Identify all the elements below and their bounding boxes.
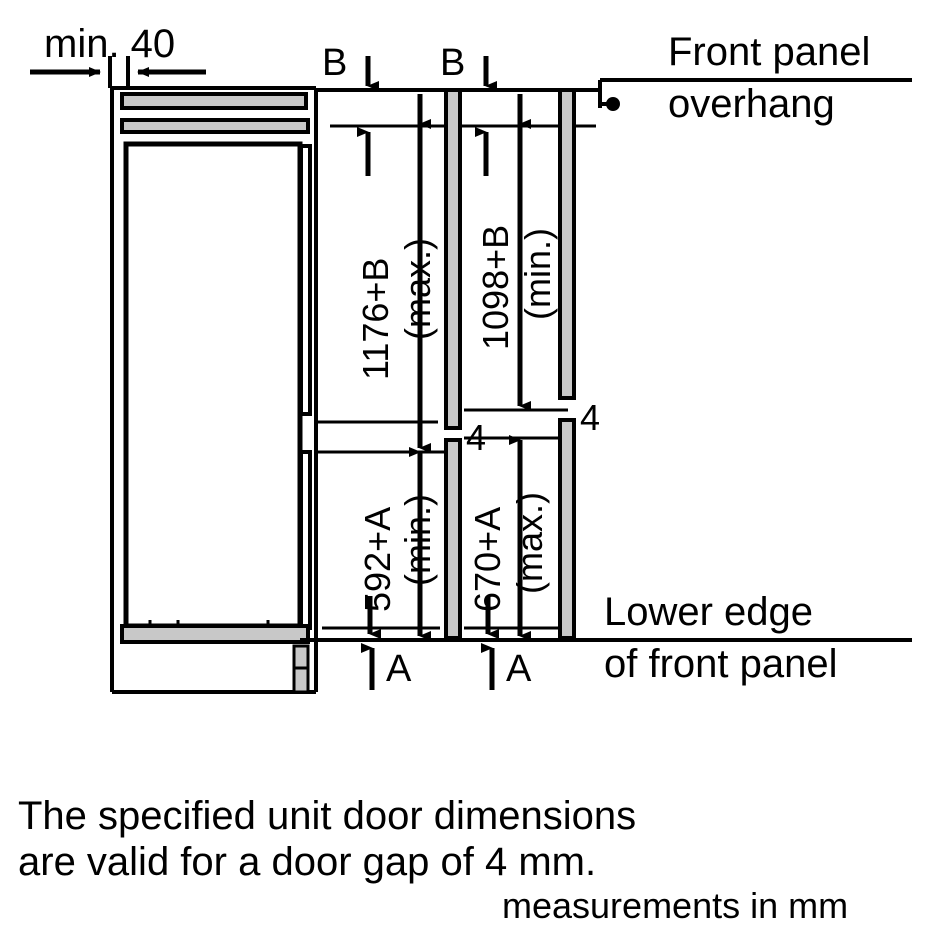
a-label-right: A: [506, 648, 532, 690]
b-label-right: B: [440, 42, 466, 84]
bottom-plinth-bar: [120, 624, 310, 644]
upper-panel-bar: [120, 92, 308, 110]
door-gap-label-left: 4: [466, 417, 487, 458]
front-panel-label-line1: Front panel: [668, 30, 871, 74]
front-panel-bar-lower-right: [558, 418, 576, 640]
dimension-670: [485, 435, 531, 641]
min40-dimension: [30, 56, 206, 88]
dim-label-592-qualifier: (min.): [397, 494, 438, 586]
dim-label-1098-qualifier: (min.): [517, 228, 558, 320]
lower-edge-label-line2: of front panel: [604, 642, 838, 686]
upper-panel-bar-2: [120, 118, 310, 134]
front-panel-bar-lower-left: [444, 438, 462, 640]
b-dimension-arrows: [357, 56, 497, 176]
dim-label-670-qualifier: (max.): [509, 492, 550, 594]
b-label-left: B: [322, 42, 348, 84]
door-gap-label-right: 4: [580, 397, 601, 438]
door-leaf-upper: [299, 144, 312, 416]
dimension-592: [367, 447, 431, 641]
cabinet-foot-lower: [292, 666, 310, 694]
note-line-2: are valid for a door gap of 4 mm.: [18, 840, 597, 884]
lower-edge-label-line1: Lower edge: [604, 590, 814, 634]
cabinet-foot-upper: [292, 644, 310, 670]
cabinet-cross-section: [110, 86, 318, 694]
min-40-label: min. 40: [44, 22, 176, 66]
front-panel-label-line2: overhang: [668, 82, 835, 126]
dim-label-1176-qualifier: (max.): [397, 238, 438, 340]
a-label-left: A: [386, 648, 412, 690]
dim-label-670-value: 670+A: [467, 506, 508, 612]
measurement-units-note: measurements in mm: [502, 885, 849, 926]
front-panel-bar-upper-left: [444, 88, 462, 430]
dim-label-1176-value: 1176+B: [355, 257, 396, 380]
cabinet-inner-liner: [123, 141, 303, 629]
dim-label-592-value: 592+A: [357, 506, 398, 612]
door-leaf-lower: [299, 450, 312, 630]
note-line-1: The specified unit door dimensions: [18, 794, 637, 838]
front-panel-bar-upper-right: [558, 88, 576, 400]
dim-label-1098-value: 1098+B: [475, 224, 516, 350]
front-panel-overhang-leader: [598, 78, 912, 111]
front-panel-bars: [444, 88, 576, 640]
a-dimension-arrows: [361, 643, 495, 690]
